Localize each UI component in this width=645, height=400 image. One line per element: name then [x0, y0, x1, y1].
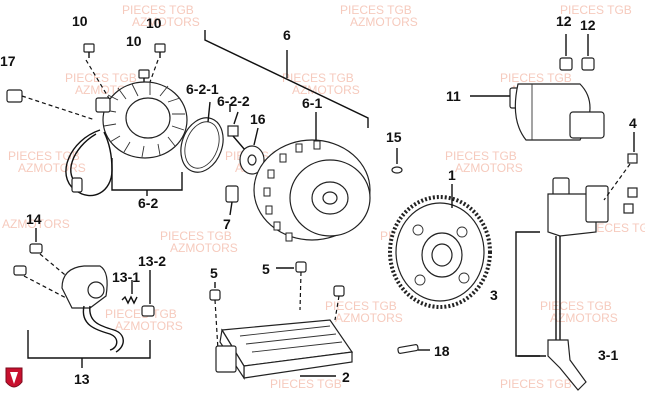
- bracket-3: [515, 231, 540, 357]
- watermark-line1: PIECES TGB: [325, 299, 397, 313]
- bolt-5-middle: [276, 261, 307, 273]
- callout-4: 4: [629, 115, 637, 131]
- oring-6-2-1: [180, 101, 224, 173]
- callout-3: 3: [490, 287, 498, 303]
- callout-6-2-2: 6-2-2: [217, 93, 250, 109]
- callout-17: 17: [0, 53, 16, 69]
- watermark-line2: AZMOTORS: [335, 311, 403, 325]
- callout-10-middle: 10: [126, 33, 142, 49]
- bolt-10-right: [154, 43, 166, 58]
- watermark-line1: PIECES TGB: [160, 229, 232, 243]
- stator-wire-harness: [65, 129, 113, 197]
- watermark-line1: PIECES TGB: [65, 71, 137, 85]
- watermark-line1: PIECES TGB: [500, 377, 572, 391]
- callout-6-1: 6-1: [302, 95, 322, 111]
- watermark-line2: AZMOTORS: [350, 15, 418, 29]
- shield-logo-icon: [5, 367, 23, 388]
- ignition-coil-3: [547, 177, 609, 340]
- watermark-line2: AZMOTORS: [18, 161, 86, 175]
- watermark-line2: AZMOTORS: [550, 311, 618, 325]
- callout-7: 7: [223, 216, 231, 232]
- bracket-6: [204, 30, 369, 128]
- watermark-line1: PIECES TGB: [540, 299, 612, 313]
- callout-10-left: 10: [72, 13, 88, 29]
- bolt-5-right: [333, 285, 345, 297]
- watermark-line2: AZMOTORS: [2, 217, 70, 231]
- flywheel-6-1: [253, 112, 371, 242]
- watermark-line2: AZMOTORS: [132, 15, 200, 29]
- callout-12-left: 12: [556, 13, 572, 29]
- callout-11: 11: [446, 88, 461, 104]
- bolt-10-left: [83, 43, 95, 58]
- clip-13-2: [141, 270, 155, 317]
- bracket-6-2: [111, 158, 183, 191]
- callout-5-middle: 5: [262, 261, 270, 277]
- callout-6: 6: [283, 27, 291, 43]
- watermark-line2: AZMOTORS: [292, 83, 360, 97]
- starter-motor-11: [470, 83, 605, 141]
- watermark-line1: PIECES TGB: [445, 149, 517, 163]
- bolt-6-2-2: [227, 111, 246, 151]
- watermark-line2: AZMOTORS: [455, 161, 523, 175]
- spring-13-1: [121, 280, 138, 305]
- callout-13-1: 13-1: [112, 269, 140, 285]
- callout-13-2: 13-2: [138, 253, 166, 269]
- watermark-line1: PIECES TGB: [122, 3, 194, 17]
- callout-6-2: 6-2: [138, 195, 158, 211]
- starter-gear-1: [388, 184, 492, 309]
- pickup-sensor-13: [61, 265, 124, 353]
- callout-18: 18: [434, 343, 450, 359]
- callout-15: 15: [386, 129, 402, 145]
- callout-2: 2: [342, 369, 350, 385]
- bolt-4-upper: [627, 132, 638, 164]
- stator-coil: [95, 81, 188, 159]
- callout-3-1: 3-1: [598, 347, 618, 363]
- rivet-18: [397, 344, 430, 354]
- watermark-line1: PIECES TGB: [340, 3, 412, 17]
- pin-7: [225, 185, 239, 216]
- watermark-line1: PIECES TGB: [585, 221, 645, 235]
- bolt-12-left: [559, 34, 573, 71]
- watermark-line2: AZMOTORS: [170, 241, 238, 255]
- bracket-13: [27, 330, 151, 359]
- callout-labels: 10 10 10 17 6 6-2-1 6-2-2 16 6-1 6-2 7 1…: [0, 13, 637, 387]
- bolt-4-lower: [623, 187, 638, 214]
- regulator-2: [215, 319, 354, 380]
- watermark-line1: PIECES TGB: [282, 71, 354, 85]
- callout-6-2-1: 6-2-1: [186, 81, 219, 97]
- washer-16: [239, 127, 265, 175]
- watermark-line2: AZMOTORS: [115, 319, 183, 333]
- bolt-5-left: [209, 282, 221, 301]
- watermark-line1: PIECES TGB: [8, 149, 80, 163]
- watermark-line1: PIECES TGB: [500, 71, 572, 85]
- callout-12-right: 12: [580, 17, 596, 33]
- bolt-13-lower: [13, 265, 27, 276]
- stator-connector: [71, 177, 83, 193]
- watermark-line1: PIECES TGB: [270, 377, 342, 391]
- grommet-17: [6, 89, 23, 103]
- stator-assembly: [6, 43, 188, 197]
- callout-13: 13: [74, 371, 90, 387]
- watermark-line1: PIECES TGB: [105, 307, 177, 321]
- callout-16: 16: [250, 111, 266, 127]
- callout-10-right: 10: [146, 15, 162, 31]
- callout-14: 14: [26, 211, 42, 227]
- pin-15: [391, 148, 403, 174]
- callout-5-left: 5: [210, 265, 218, 281]
- bolt-14: [29, 228, 43, 254]
- callout-1: 1: [448, 167, 456, 183]
- bolt-12-right: [581, 34, 595, 71]
- watermark-line1: PIECES TGB: [560, 3, 632, 17]
